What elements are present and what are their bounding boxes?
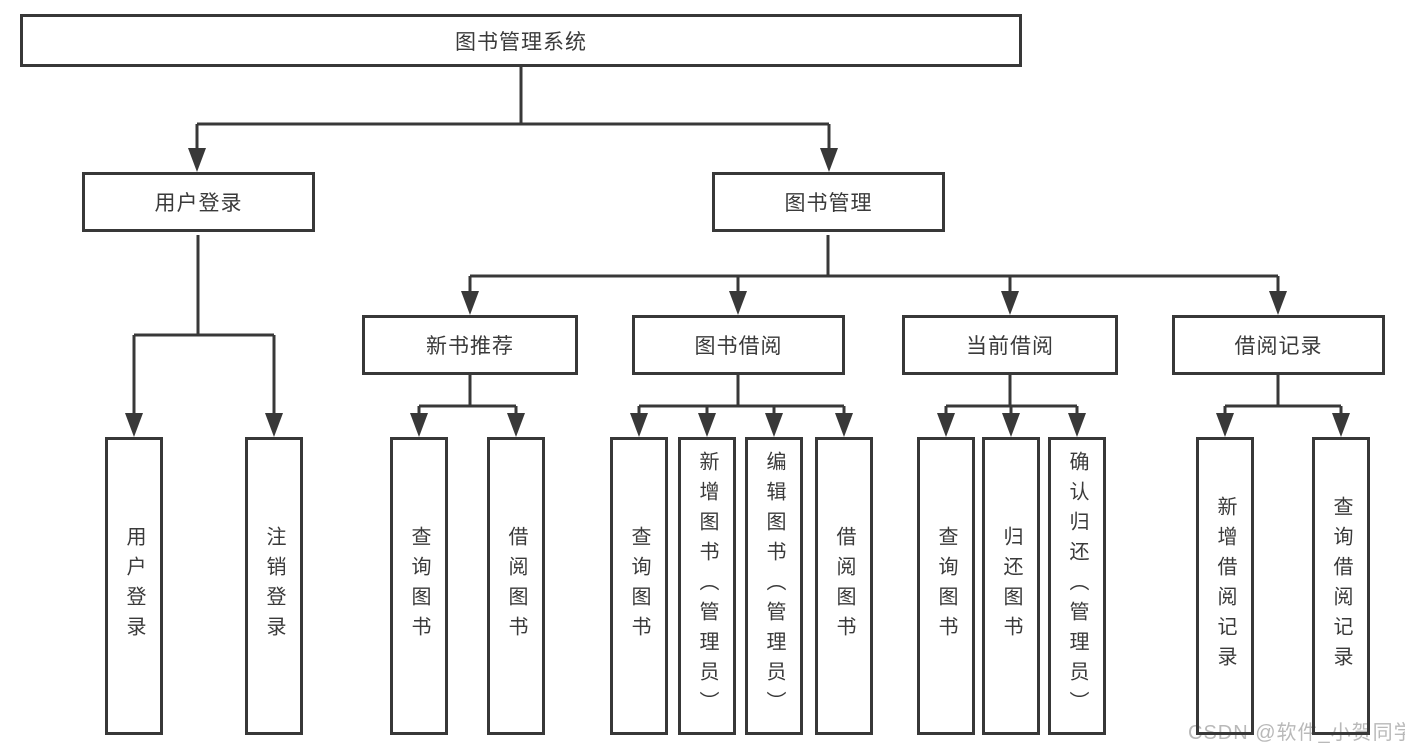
node-user-login: 用户登录 [82,172,315,232]
csdn-watermark: CSDN @软件_小贺同学 [1188,722,1405,744]
node-label: 新增借阅记录 [1214,496,1236,676]
node-borrowing-records: 借阅记录 [1172,315,1385,375]
node-label: 归还图书 [1000,526,1022,646]
connector-lines [132,67,1343,431]
node-label: 用户登录 [154,192,243,215]
node-label: 当前借阅 [966,335,1054,358]
leaf-user-login: 用户登录 [105,437,163,735]
leaf-query-borrow-record: 查询借阅记录 [1312,437,1370,735]
node-label: 查询借阅记录 [1330,496,1352,676]
node-label: 新书推荐 [426,335,514,358]
node-label: 新增图书（管理员） [696,451,718,721]
node-label: 注销登录 [263,526,285,646]
node-label: 图书借阅 [694,335,783,358]
node-book-management: 图书管理 [712,172,945,232]
node-current-borrowing: 当前借阅 [902,315,1118,375]
node-library-management-system: 图书管理系统 [20,14,1022,67]
connector-arrowheads [125,148,1350,437]
leaf-borrow-books: 借阅图书 [815,437,873,735]
node-label: 用户登录 [123,526,145,646]
node-label: 查询图书 [628,526,650,646]
leaf-logout: 注销登录 [245,437,303,735]
node-label: 图书管理系统 [455,30,587,54]
node-label: 借阅图书 [833,526,855,646]
leaf-confirm-return-admin: 确认归还（管理员） [1048,437,1106,735]
node-label: 借阅图书 [505,526,527,646]
node-new-book-recommendation: 新书推荐 [362,315,578,375]
leaf-add-books-admin: 新增图书（管理员） [678,437,736,735]
node-book-borrowing: 图书借阅 [632,315,845,375]
node-label: 确认归还（管理员） [1066,451,1088,721]
node-label: 借阅记录 [1234,335,1323,358]
leaf-borrow-books-recommend: 借阅图书 [487,437,545,735]
leaf-query-books-recommend: 查询图书 [390,437,448,735]
leaf-return-books: 归还图书 [982,437,1040,735]
node-label: 编辑图书（管理员） [763,451,785,721]
node-label: 查询图书 [408,526,430,646]
leaf-query-books-borrow: 查询图书 [610,437,668,735]
leaf-add-borrow-record: 新增借阅记录 [1196,437,1254,735]
node-label: 查询图书 [935,526,957,646]
leaf-edit-books-admin: 编辑图书（管理员） [745,437,803,735]
leaf-query-books-current: 查询图书 [917,437,975,735]
node-label: 图书管理 [784,192,873,215]
